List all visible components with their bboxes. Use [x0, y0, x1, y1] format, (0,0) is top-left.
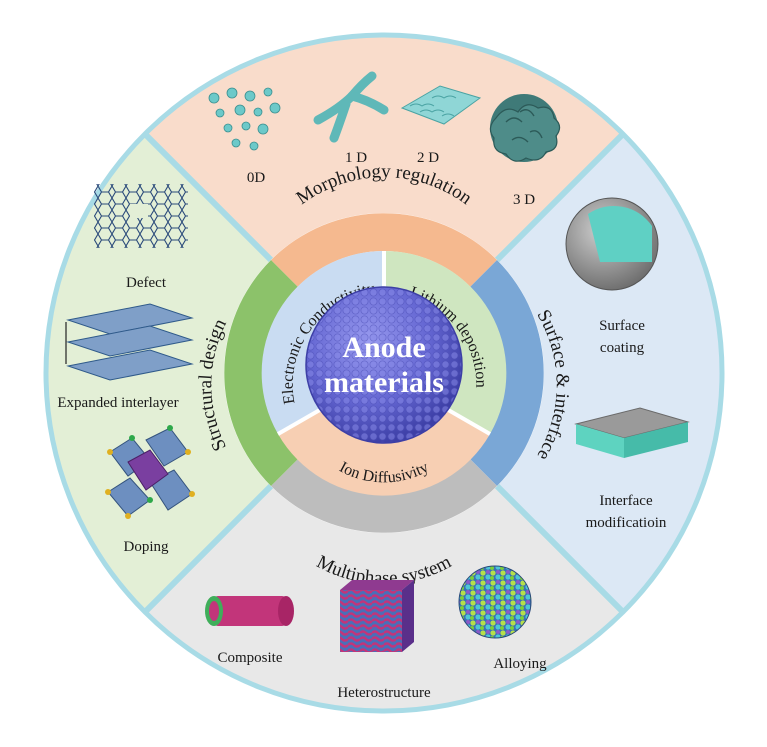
divider-tl	[142, 131, 291, 280]
label-coating: coating	[600, 340, 645, 356]
label-3d: 3 D	[513, 192, 535, 208]
anode-sphere: Anode materials	[305, 286, 463, 444]
outer-border	[43, 32, 725, 714]
structural-band	[224, 260, 298, 486]
label-interface: Interface	[599, 493, 653, 509]
doping-octahedra-icon	[105, 425, 195, 519]
structural-items: Defect Expanded interlayer Doping	[57, 184, 195, 555]
two-d-sheet-icon	[400, 85, 482, 125]
label-heterostructure: Heterostructure	[337, 685, 431, 701]
divider-bl	[142, 466, 291, 615]
surface-coating-sphere-icon	[565, 197, 659, 291]
label-2d: 2 D	[417, 150, 439, 166]
label-alloying: Alloying	[493, 656, 547, 672]
surface-band	[470, 260, 544, 486]
morphology-items: 0D 1 D 2 D 3 D	[208, 71, 561, 208]
center-title-line2: materials	[324, 366, 444, 399]
composite-tube-icon	[205, 596, 294, 626]
expanded-interlayer-icon	[65, 303, 194, 381]
multiphase-band	[271, 459, 497, 533]
interface-slab-icon	[574, 407, 690, 458]
one-d-tubes-icon	[313, 71, 389, 143]
three-d-flower-icon	[489, 94, 561, 162]
surface-items: Surface coating Interface modificatioin	[565, 197, 690, 531]
morphology-band	[271, 213, 497, 287]
center-title-line1: Anode	[342, 331, 425, 364]
heterostructure-cube-icon	[340, 580, 414, 652]
label-modificatioin: modificatioin	[586, 515, 667, 531]
multiphase-items: Composite Heterostructure Alloying	[205, 565, 547, 701]
divider-tr	[477, 131, 626, 280]
alloying-sphere-icon	[458, 565, 532, 639]
label-0d: 0D	[247, 170, 266, 186]
label-defect: Defect	[126, 275, 167, 291]
label-1d: 1 D	[345, 150, 367, 166]
label-surface: Surface	[599, 318, 645, 334]
label-expanded-interlayer: Expanded interlayer	[57, 395, 178, 411]
divider-br	[477, 466, 626, 615]
label-composite: Composite	[217, 650, 282, 666]
label-doping: Doping	[124, 539, 170, 555]
zero-d-particles-icon	[208, 87, 281, 151]
